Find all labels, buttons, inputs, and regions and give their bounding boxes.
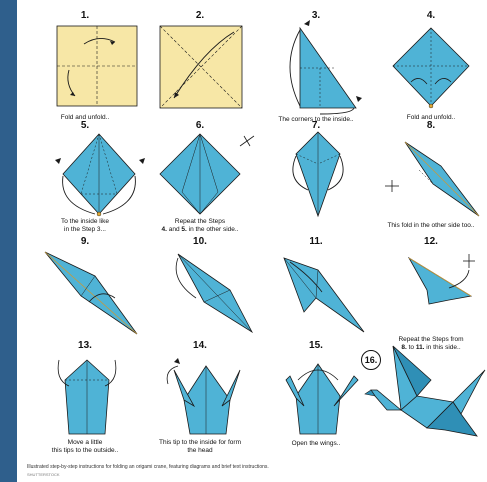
step-caption: Repeat the Steps 4. and 5. in the other … [144, 218, 256, 233]
step-9: 9. [29, 236, 141, 354]
step-8-diagram [375, 120, 487, 238]
footer-credit: SHUTTERSTOCK [27, 472, 60, 477]
step-15: 15. Open the wings.. [260, 340, 372, 458]
step-caption: This fold in the other side too.. [375, 222, 487, 230]
step-4-diagram [375, 10, 487, 128]
caption-line-2: in the Step 3... [29, 226, 141, 234]
step-3: 3. The corners to the inside.. [260, 10, 372, 128]
step-5: 5. To the inside like in the Step 3... [29, 120, 141, 238]
caption-line-2: 4. and 5. in the other side.. [144, 226, 256, 234]
caption-line-2: this tips to the outside.. [29, 447, 141, 455]
step-2: 2. [144, 10, 256, 128]
step-14: 14. This tip to the inside for form the … [144, 340, 256, 458]
caption-text: and [167, 226, 181, 233]
step-1: 1. Fold and unfold.. [29, 10, 141, 128]
step-caption: Open the wings.. [260, 440, 372, 448]
step-11-diagram [260, 236, 372, 354]
step-3-diagram [260, 10, 372, 128]
step-10-diagram [144, 236, 256, 354]
step-2-diagram [144, 10, 256, 128]
step-11: 11. [260, 236, 372, 354]
step-10: 10. [144, 236, 256, 354]
step-7: 7. [260, 120, 372, 238]
caption-line-1: Repeat the Steps [144, 218, 256, 226]
caption-line-1: To the inside like [29, 218, 141, 226]
step-caption: To the inside like in the Step 3... [29, 218, 141, 233]
caption-text: in the other side.. [187, 226, 239, 233]
step-13: 13. Move a little this tips to the outsi… [29, 340, 141, 458]
step-8: 8. This fold in the other side too.. [375, 120, 487, 238]
step-1-diagram [29, 10, 141, 128]
step-caption: Move a little this tips to the outside.. [29, 439, 141, 454]
step-7-diagram [260, 120, 372, 238]
step-16: 16. [357, 340, 487, 458]
step-4: 4. Fold and unfold.. [375, 10, 487, 128]
footer-description: Illustrated step-by-step instructions fo… [27, 464, 269, 470]
step-16-crane [357, 340, 487, 458]
caption-line-2: the head [144, 447, 256, 455]
step-9-diagram [29, 236, 141, 354]
caption-line-1: This tip to the inside for form [144, 439, 256, 447]
step-12: 12. Repeat the Steps from 8. to 11. in t… [375, 236, 487, 354]
instruction-sheet: 1. Fold and unfold.. 2. 3. [17, 0, 487, 482]
step-caption: This tip to the inside for form the head [144, 439, 256, 454]
step-6: 6. Repeat the Steps 4. and 5. in the oth… [144, 120, 256, 238]
caption-line-1: Move a little [29, 439, 141, 447]
